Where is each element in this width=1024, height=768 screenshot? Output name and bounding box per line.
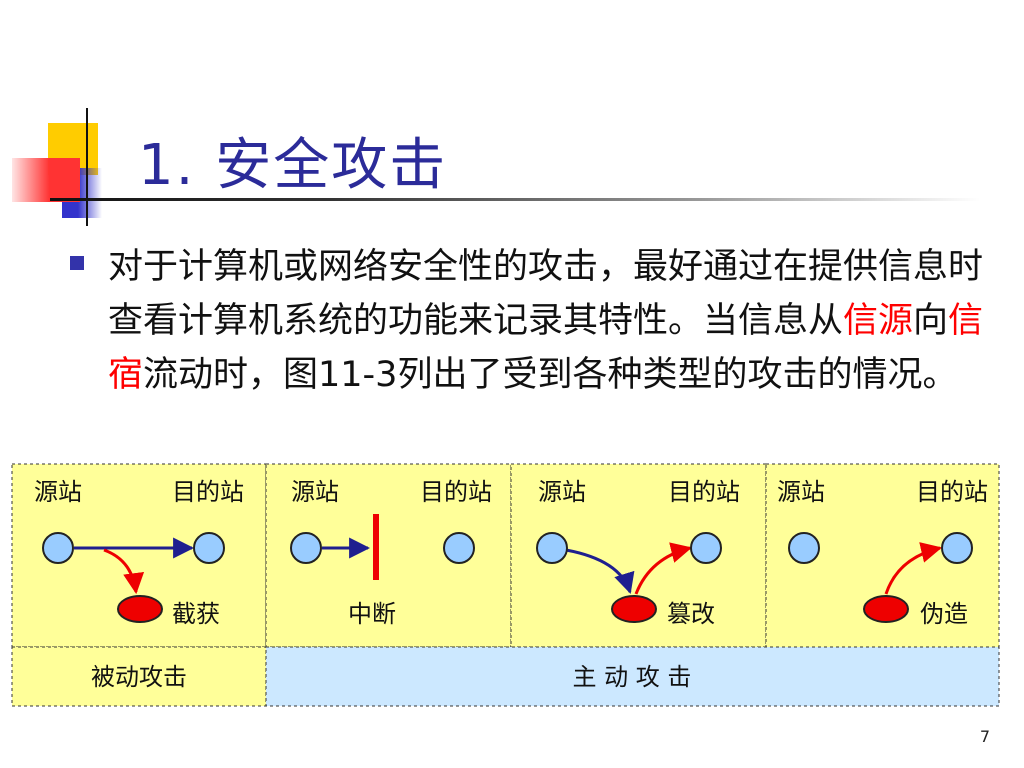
decor-red-block bbox=[12, 158, 80, 202]
source-node bbox=[42, 532, 74, 564]
destination-node bbox=[443, 532, 475, 564]
paragraph-text-3: 流动时，图11-3列出了受到各种类型的攻击的情况。 bbox=[143, 355, 958, 395]
attack-label-interception: 截获 bbox=[172, 600, 220, 628]
fabrication-arrow bbox=[884, 542, 943, 595]
destination-label: 目的站 bbox=[172, 478, 244, 506]
passive-attack-box bbox=[11, 646, 267, 707]
passive-attack-label: 被动攻击 bbox=[91, 663, 187, 691]
destination-label: 目的站 bbox=[668, 478, 740, 506]
interception-arrow bbox=[103, 548, 145, 595]
attack-label-interruption: 中断 bbox=[348, 600, 396, 628]
source-label: 源站 bbox=[291, 478, 339, 506]
modified-flow-arrow bbox=[634, 542, 693, 595]
destination-node bbox=[193, 532, 225, 564]
source-node bbox=[788, 532, 820, 564]
slide-title: 1. 安全攻击 bbox=[138, 133, 448, 198]
body-paragraph: 对于计算机或网络安全性的攻击，最好通过在提供信息时查看计算机系统的功能来记录其特… bbox=[108, 240, 998, 402]
active-attack-label: 主 动 攻 击 bbox=[573, 663, 692, 691]
destination-label: 目的站 bbox=[420, 478, 492, 506]
attacker-node bbox=[611, 595, 657, 623]
attack-label-fabrication: 伪造 bbox=[920, 600, 968, 628]
decor-vertical-line bbox=[86, 108, 88, 226]
source-node bbox=[536, 532, 568, 564]
destination-label: 目的站 bbox=[916, 478, 988, 506]
flow-to-attacker-arrow bbox=[565, 548, 635, 595]
highlight-destination: 信宿 bbox=[108, 301, 984, 395]
paragraph-text-2: 向 bbox=[913, 301, 949, 341]
attack-label-modification: 篡改 bbox=[667, 600, 715, 628]
source-label: 源站 bbox=[538, 478, 586, 506]
highlight-source: 信源 bbox=[843, 301, 914, 341]
source-label: 源站 bbox=[777, 478, 825, 506]
source-node bbox=[290, 532, 322, 564]
source-label: 源站 bbox=[34, 478, 82, 506]
paragraph-text-1: 对于计算机或网络安全性的攻击，最好通过在提供信息时查看计算机系统的功能来记录其特… bbox=[108, 247, 984, 341]
bullet-square-icon bbox=[70, 256, 84, 270]
destination-node bbox=[690, 532, 722, 564]
active-attack-box bbox=[265, 646, 1000, 707]
page-number: 7 bbox=[979, 727, 990, 746]
attacker-node bbox=[863, 595, 909, 623]
destination-node bbox=[941, 532, 973, 564]
attacker-node bbox=[117, 595, 163, 623]
title-underline bbox=[50, 198, 980, 201]
